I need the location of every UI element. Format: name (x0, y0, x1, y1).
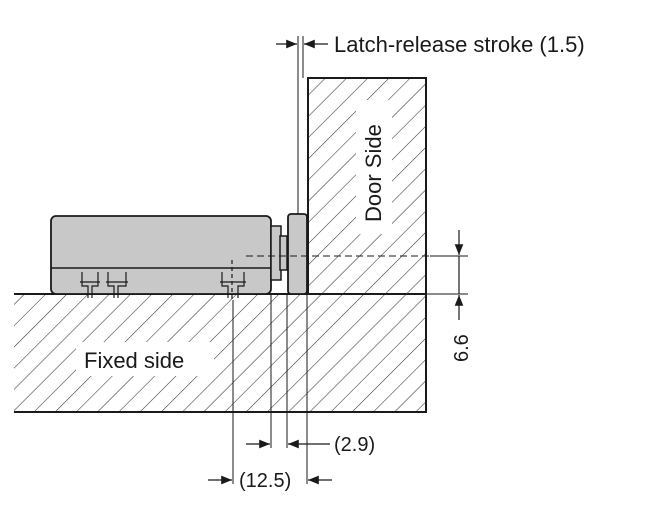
fixed-side-label-bg (76, 342, 214, 376)
latch-body (50, 215, 288, 295)
dim-small-label: (2.9) (334, 434, 375, 456)
latch-release-label: Latch-release stroke (1.5) (334, 32, 585, 57)
fixed-side-label: Fixed side (84, 348, 184, 373)
strike-plate (287, 213, 308, 295)
extension-lines (232, 36, 468, 484)
mounting-screws (80, 260, 246, 300)
fixed-side-block (14, 293, 427, 413)
dim-vertical-label: 6.6 (451, 334, 473, 362)
dim-large-label: (12.5) (239, 470, 291, 492)
door-side-label: Door Side (361, 124, 386, 222)
door-side-label-bg (356, 100, 392, 234)
